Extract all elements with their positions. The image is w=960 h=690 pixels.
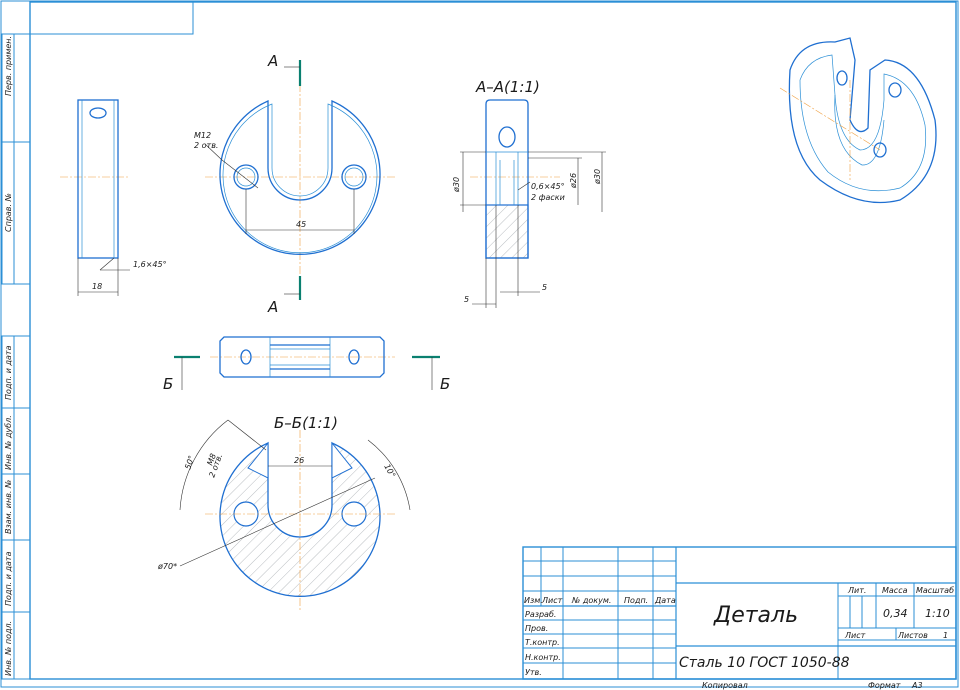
section-bb-title: Б–Б(1:1) — [274, 414, 338, 432]
dim-d30-left: ø30 — [452, 177, 461, 193]
row-utv: Утв. — [525, 668, 542, 677]
section-aa: А–А(1:1) ø30 ø26 ø30 0,6×45° 2 фаски 5 5 — [452, 78, 606, 308]
sheets-label: Листов — [897, 631, 928, 640]
side-view: 18 1,6×45° — [60, 99, 167, 296]
row-nkontr: Н.контр. — [525, 653, 561, 662]
dim-26-bb: 26 — [294, 456, 304, 465]
col-date: Дата — [654, 596, 676, 605]
col-izm: Изм. — [524, 596, 543, 605]
cut-label-a-top: А — [267, 52, 278, 70]
stamp-inv-podl: Инв. № подл. — [4, 621, 13, 676]
thread-bb-m8: М8 — [205, 452, 218, 466]
section-aa-title: А–А(1:1) — [475, 78, 540, 96]
angle-10: 10° — [382, 463, 397, 480]
col-docnum: № докум. — [571, 596, 611, 605]
stamp-podp-data-bottom: Подп. и дата — [4, 551, 13, 606]
dim-5-left: 5 — [464, 295, 469, 304]
front-view: М12 2 отв. 45 А А — [194, 52, 395, 316]
dim-5-right: 5 — [542, 283, 547, 292]
col-sign: Подп. — [624, 596, 648, 605]
material-spec: Сталь 10 ГОСТ 1050-88 — [679, 655, 850, 671]
side-stamp: Перв. примен. Справ. № Подп. и дата Инв.… — [1, 33, 31, 680]
cut-label-b-right: Б — [440, 375, 450, 393]
title-block: Изм. Лист № докум. Подп. Дата Разраб. Пр… — [522, 546, 957, 690]
part-name: Деталь — [713, 603, 798, 628]
dim-d30-right: ø30 — [593, 169, 602, 185]
stamp-podp-data-top: Подп. и дата — [4, 345, 13, 400]
format-label: Формат — [868, 681, 901, 690]
sheet-label: Лист — [844, 631, 866, 640]
stamp-perv-primen: Перв. примен. — [4, 36, 13, 96]
dim-chamfer-side: 1,6×45° — [133, 260, 167, 269]
lit-label: Лит. — [847, 586, 866, 595]
dim-d70: ø70* — [157, 562, 177, 571]
stamp-sprav-num: Справ. № — [4, 193, 13, 232]
dim-45: 45 — [296, 220, 306, 229]
format-value: А3 — [911, 681, 923, 690]
thread-note-m12: М12 — [194, 131, 211, 140]
cut-label-b-left: Б — [163, 375, 173, 393]
mass-label: Масса — [882, 586, 908, 595]
dim-18: 18 — [92, 282, 102, 291]
scale-label: Масштаб — [916, 586, 954, 595]
col-list: Лист — [541, 596, 563, 605]
copied-label: Копировал — [702, 681, 748, 690]
row-razrab: Разраб. — [525, 610, 556, 619]
row-tkontr: Т.контр. — [525, 638, 560, 647]
isometric-view — [779, 37, 937, 204]
angle-50: 50° — [183, 454, 196, 470]
top-view: Б Б — [163, 336, 450, 393]
chamfer-note-06: 0,6×45° — [531, 182, 565, 191]
stamp-inv-dubl: Инв. № дубл. — [4, 415, 13, 470]
cut-label-a-bottom: А — [267, 298, 278, 316]
chamfer-note-2: 2 фаски — [531, 193, 565, 202]
stamp-vzam-inv: Взам. инв. № — [4, 480, 13, 534]
row-prov: Пров. — [525, 624, 548, 633]
dim-d26: ø26 — [569, 173, 578, 189]
mass-value: 0,34 — [883, 607, 908, 620]
section-bb: Б–Б(1:1) 26 50° 10° М8 2 отв. ø70* — [157, 414, 411, 610]
sheets-value: 1 — [943, 631, 948, 640]
scale-value: 1:10 — [925, 607, 950, 620]
